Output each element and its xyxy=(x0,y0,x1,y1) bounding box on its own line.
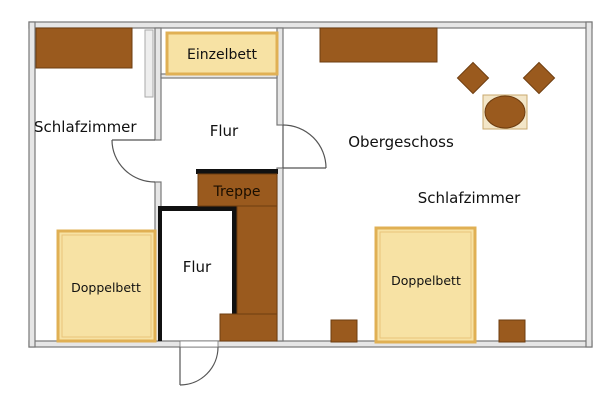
double-bed-left-inner xyxy=(61,234,152,338)
door-entrance[interactable] xyxy=(179,346,219,386)
wardrobe-strip xyxy=(144,29,154,98)
double-bed-right-label: Doppelbett xyxy=(391,273,461,288)
hall-bottom-label: Flur xyxy=(183,258,212,276)
stair-wall-top xyxy=(196,169,278,174)
outer-wall-top xyxy=(28,21,593,29)
left-bedroom-label: Schlafzimmer xyxy=(34,118,137,136)
outer-wall-left xyxy=(28,21,36,348)
partition-wall-right-lower xyxy=(276,167,284,342)
right-wardrobe xyxy=(319,27,438,63)
stair-wall-inner xyxy=(232,206,237,314)
stair-wall-middle xyxy=(158,206,236,211)
entrance-door-opening xyxy=(179,340,219,348)
door-left-bedroom[interactable] xyxy=(111,139,156,183)
double-bed-right-inner xyxy=(379,231,472,339)
stair-side-flight xyxy=(236,205,278,315)
double-bed-right xyxy=(374,226,477,344)
hall-top-label: Flur xyxy=(210,122,239,140)
stair-walls xyxy=(158,169,278,341)
stair-wall-left xyxy=(158,206,162,341)
chair-right xyxy=(522,61,556,95)
left-wardrobe xyxy=(35,27,133,69)
nightstand-right xyxy=(498,319,526,343)
stair-landing xyxy=(219,313,278,342)
door-swing-left-bedroom xyxy=(111,139,156,183)
wood-furniture xyxy=(35,27,556,343)
double-bed-left xyxy=(56,229,157,343)
door-swing-entrance xyxy=(179,346,219,386)
single-bed xyxy=(165,31,279,76)
staircase xyxy=(197,173,278,342)
single-bed-label: Einzelbett xyxy=(187,47,257,63)
door-right-bedroom[interactable] xyxy=(282,124,327,169)
stair-upper-flight xyxy=(197,173,278,207)
door-swing-right-bedroom xyxy=(282,124,327,169)
round-table xyxy=(484,95,526,129)
partition-wall-left-upper xyxy=(154,27,162,141)
beds xyxy=(56,31,477,344)
stairs-label: Treppe xyxy=(213,184,261,200)
doors xyxy=(111,124,327,386)
right-bedroom-label: Schlafzimmer xyxy=(418,189,521,207)
upper-floor-label: Obergeschoss xyxy=(348,133,454,151)
double-bed-left-label: Doppelbett xyxy=(71,280,141,295)
outer-wall-right xyxy=(585,21,593,348)
chair-left xyxy=(456,61,490,95)
nightstand-left xyxy=(330,319,358,343)
